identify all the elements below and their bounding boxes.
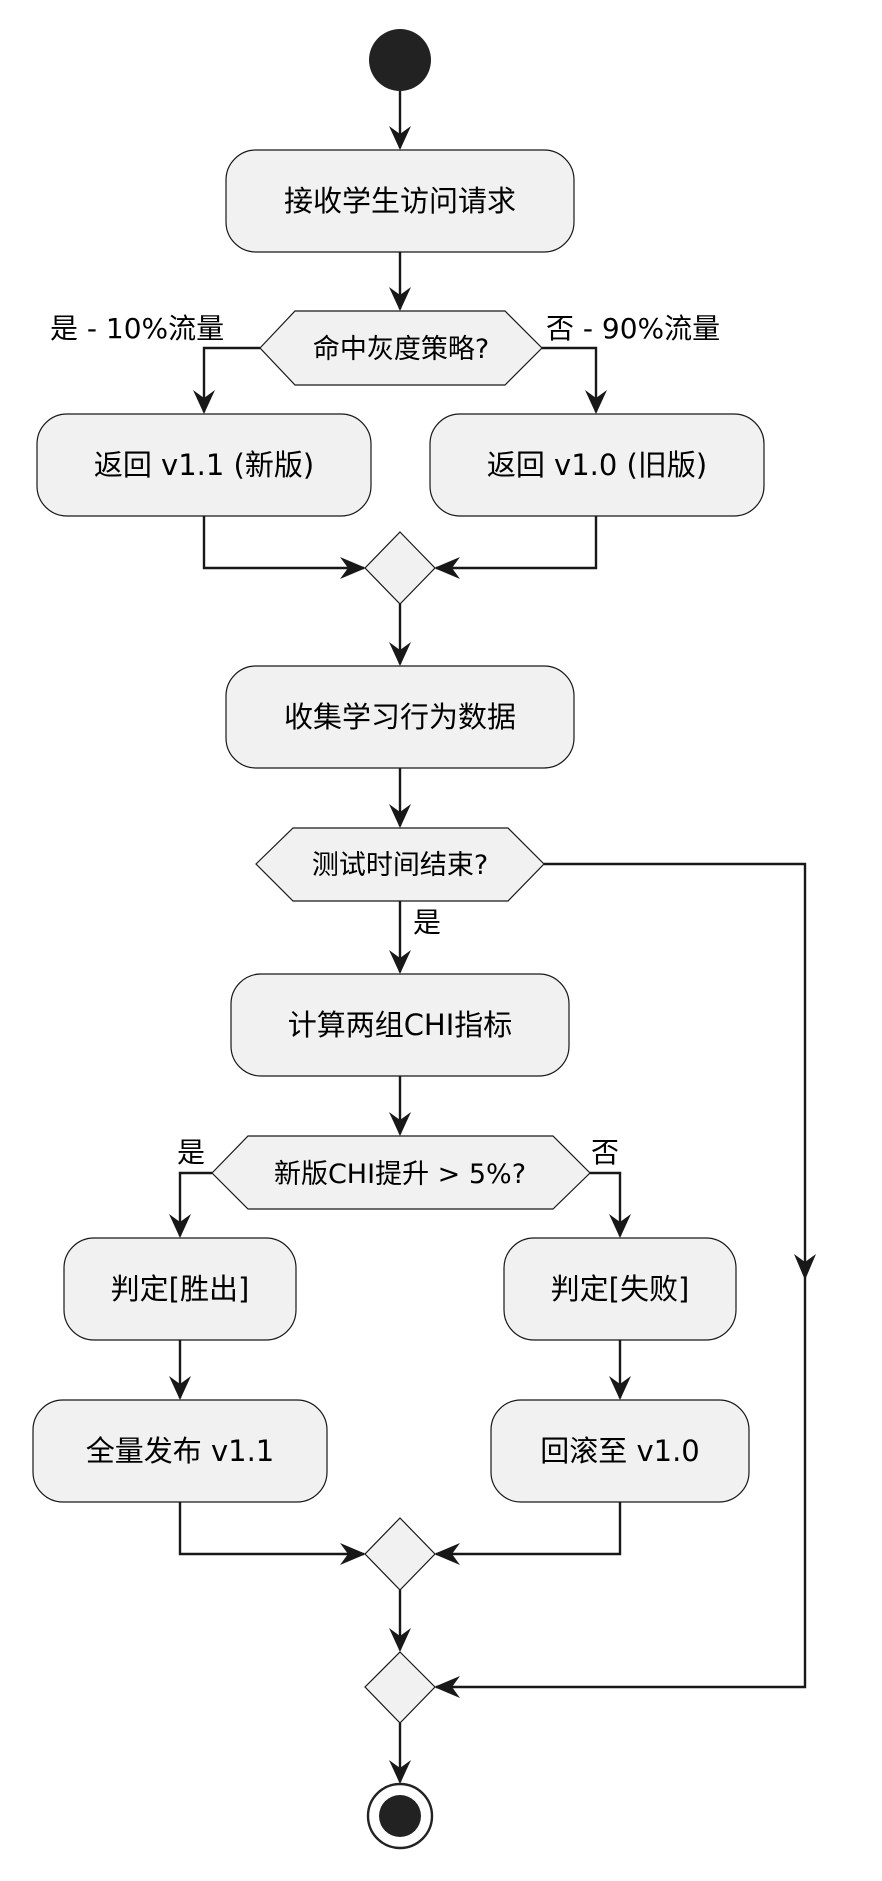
arrowhead bbox=[389, 126, 411, 150]
label-gray-no: 否 - 90%流量 bbox=[546, 312, 720, 345]
merge-node-result bbox=[364, 1517, 436, 1591]
edge-chi-to-win bbox=[178, 1171, 212, 1236]
arrowhead bbox=[434, 1676, 460, 1698]
action-collect-data-label: 收集学习行为数据 bbox=[284, 700, 516, 734]
action-receive-request: 接收学生访问请求 bbox=[225, 149, 575, 253]
edge-chi-to-fail bbox=[590, 1171, 622, 1236]
action-return-old-label: 返回 v1.0 (旧版) bbox=[487, 448, 707, 482]
arrowhead bbox=[389, 1628, 411, 1652]
edge-new-to-merge bbox=[202, 516, 364, 570]
action-receive-request-label: 接收学生访问请求 bbox=[284, 184, 516, 218]
decision-gray-strategy-label: 命中灰度策略? bbox=[313, 334, 489, 365]
action-compute-chi-label: 计算两组CHI指标 bbox=[288, 1008, 513, 1042]
label-gray-yes: 是 - 10%流量 bbox=[50, 312, 224, 345]
edge-release-to-merge bbox=[178, 1502, 364, 1556]
decision-gray-strategy: 命中灰度策略? bbox=[259, 310, 543, 386]
action-release-full: 全量发布 v1.1 bbox=[32, 1399, 328, 1503]
decision-chi-improve: 新版CHI提升 > 5%? bbox=[211, 1135, 591, 1210]
action-release-full-label: 全量发布 v1.1 bbox=[86, 1434, 275, 1468]
start-node bbox=[369, 29, 431, 91]
arrowhead bbox=[169, 1214, 191, 1238]
action-collect-data: 收集学习行为数据 bbox=[225, 665, 575, 769]
edge-old-to-merge bbox=[436, 516, 598, 570]
action-compute-chi: 计算两组CHI指标 bbox=[230, 973, 570, 1077]
arrowhead bbox=[609, 1214, 631, 1238]
action-return-new: 返回 v1.1 (新版) bbox=[36, 413, 372, 517]
arrowhead bbox=[389, 287, 411, 311]
arrowhead bbox=[434, 1543, 460, 1565]
action-judge-win: 判定[胜出] bbox=[63, 1237, 297, 1341]
action-judge-win-label: 判定[胜出] bbox=[111, 1272, 250, 1306]
decision-test-end: 测试时间结束? bbox=[255, 827, 545, 902]
merge-node-version bbox=[364, 531, 436, 605]
action-judge-fail-label: 判定[失败] bbox=[551, 1272, 690, 1306]
arrowhead bbox=[389, 950, 411, 974]
arrowhead bbox=[434, 557, 460, 579]
action-return-new-label: 返回 v1.1 (新版) bbox=[94, 448, 314, 482]
arrowhead bbox=[169, 1376, 191, 1400]
arrowhead bbox=[609, 1376, 631, 1400]
action-return-old: 返回 v1.0 (旧版) bbox=[429, 413, 765, 517]
arrowhead bbox=[585, 390, 607, 414]
arrowhead bbox=[340, 557, 366, 579]
action-judge-fail: 判定[失败] bbox=[503, 1237, 737, 1341]
arrowhead bbox=[389, 804, 411, 828]
edge-gray-to-old bbox=[542, 346, 598, 412]
decision-chi-improve-label: 新版CHI提升 > 5%? bbox=[274, 1159, 526, 1190]
label-chi-no: 否 bbox=[591, 1136, 619, 1169]
decision-test-end-label: 测试时间结束? bbox=[312, 850, 488, 881]
label-chi-yes: 是 bbox=[177, 1136, 205, 1169]
merge-node-final bbox=[364, 1651, 436, 1724]
label-test-yes: 是 bbox=[413, 906, 441, 939]
arrowhead bbox=[389, 642, 411, 666]
arrowhead bbox=[389, 1112, 411, 1136]
arrowhead bbox=[389, 1760, 411, 1784]
edge-rollback-to-merge bbox=[436, 1502, 622, 1556]
arrowhead bbox=[340, 1543, 366, 1565]
arrowhead bbox=[794, 1254, 816, 1280]
action-rollback-label: 回滚至 v1.0 bbox=[540, 1434, 700, 1468]
end-node bbox=[366, 1782, 434, 1850]
edge-gray-to-new bbox=[202, 346, 260, 412]
action-rollback: 回滚至 v1.0 bbox=[490, 1399, 750, 1503]
arrowhead bbox=[193, 390, 215, 414]
